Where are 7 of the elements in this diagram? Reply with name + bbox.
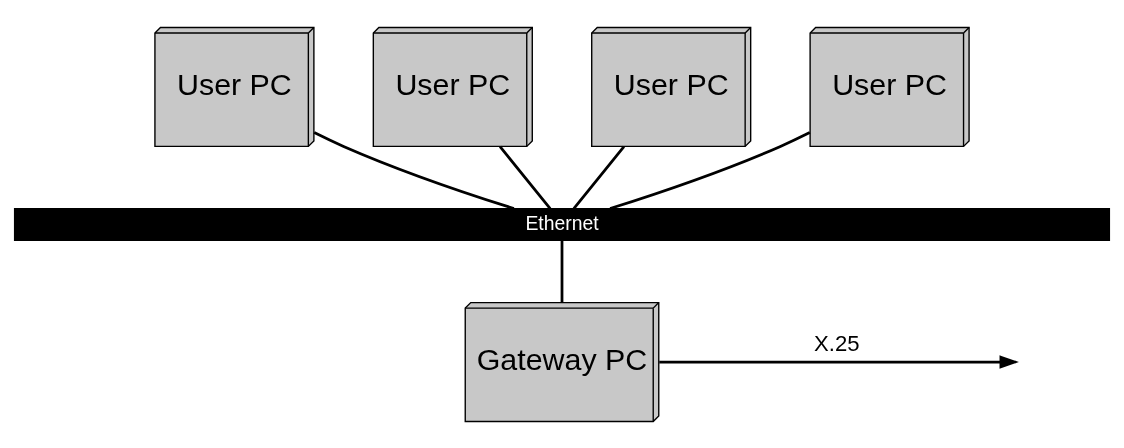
connector: [560, 240, 564, 302]
edge-label: X.25: [814, 330, 860, 356]
connector: [572, 145, 625, 209]
node-box: Ethernet: [13, 207, 1111, 241]
connector: [313, 130, 515, 210]
connector: [499, 145, 552, 209]
connector: [609, 130, 811, 210]
